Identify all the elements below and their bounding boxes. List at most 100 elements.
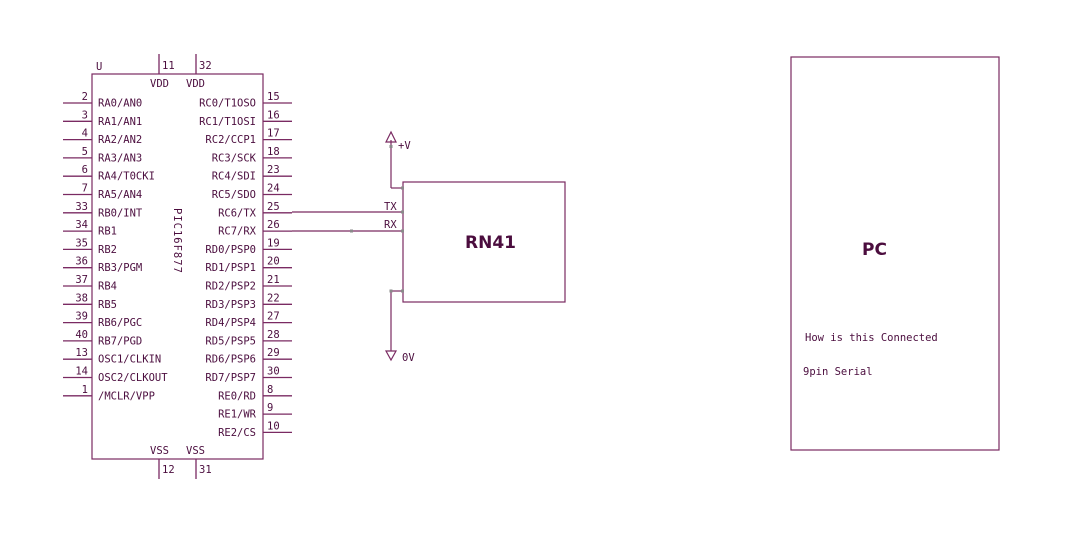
left-pin-label: RA2/AN2 [98, 134, 142, 146]
right-pin-label: RC2/CCP1 [205, 134, 256, 146]
vplus-dot-top [389, 145, 393, 148]
left-pin-label: RB2 [98, 244, 117, 256]
left-pin-number: 4 [82, 128, 88, 140]
left-pin-label: OSC2/CLKOUT [98, 372, 168, 384]
right-pin-label: RC5/SDO [212, 189, 256, 201]
right-pin-number: 28 [267, 329, 280, 341]
left-pin-label: RB7/PGD [98, 335, 142, 347]
right-pin-number: 26 [267, 219, 280, 231]
right-pin-number: 18 [267, 146, 280, 158]
rx-net-junction [350, 229, 353, 233]
vplus-arrow-icon [385, 130, 397, 143]
left-pin-label: RA5/AN4 [98, 189, 142, 201]
left-pin-label: RA3/AN3 [98, 152, 142, 164]
left-pin-number: 13 [75, 347, 88, 359]
pin-vss-12-num: 12 [162, 464, 175, 476]
right-pin-label: RD7/PSP7 [205, 372, 256, 384]
left-pin-label: /MCLR/VPP [98, 390, 155, 402]
right-pin-label: RE2/CS [218, 427, 256, 439]
left-pin-number: 6 [82, 164, 88, 176]
right-pin-number: 25 [267, 201, 280, 213]
ground-label: 0V [402, 352, 415, 364]
left-pin-number: 2 [82, 91, 88, 103]
mcu-left-pins: 2RA0/AN03RA1/AN14RA2/AN25RA3/AN36RA4/T0C… [63, 91, 168, 402]
right-pin-label: RD6/PSP6 [205, 354, 256, 366]
pin-vdd-11-name: VDD [150, 78, 169, 90]
mcu-power-bottom: VSS VSS 12 31 [150, 445, 212, 479]
rn41-rx-dot [401, 229, 404, 233]
mcu-designator: U [96, 61, 102, 73]
rn41-tx-label: TX [384, 201, 397, 213]
mcu-right-pins: 15RC0/T1OSO16RC1/T1OSI17RC2/CCP118RC3/SC… [199, 91, 292, 439]
right-pin-number: 21 [267, 274, 280, 286]
mcu-body [91, 73, 264, 460]
left-pin-label: RB1 [98, 226, 117, 238]
left-pin-number: 40 [75, 329, 88, 341]
right-pin-number: 29 [267, 347, 280, 359]
vplus-dot-pin [401, 186, 404, 190]
right-pin-number: 19 [267, 237, 280, 249]
serial-nets [292, 211, 403, 233]
right-pin-label: RD3/PSP3 [205, 299, 256, 311]
left-pin-label: RA0/AN0 [98, 98, 142, 110]
right-pin-number: 22 [267, 292, 280, 304]
right-pin-label: RD4/PSP4 [205, 317, 256, 329]
right-pin-label: RD5/PSP5 [205, 335, 256, 347]
right-pin-label: RC1/T1OSI [199, 116, 256, 128]
microcontroller[interactable]: U PIC16F877 11 32 VDD VDD VSS VSS 12 31 … [63, 54, 292, 479]
right-pin-number: 16 [267, 109, 280, 121]
left-pin-number: 37 [75, 274, 88, 286]
left-pin-label: RB4 [98, 281, 117, 293]
right-pin-number: 20 [267, 256, 280, 268]
right-pin-number: 30 [267, 366, 280, 378]
pc-note: 9pin Serial [803, 366, 873, 378]
right-pin-number: 10 [267, 420, 280, 432]
right-pin-number: 8 [267, 384, 273, 396]
pin-vss-31-name: VSS [186, 445, 205, 457]
positive-supply[interactable]: +V [385, 130, 411, 190]
ground-supply[interactable]: 0V [384, 289, 415, 365]
pin-vdd-32-name: VDD [186, 78, 205, 90]
right-pin-number: 17 [267, 128, 280, 140]
left-pin-label: RB5 [98, 299, 117, 311]
ground-arrow-icon [384, 350, 398, 362]
left-pin-number: 3 [82, 109, 88, 121]
right-pin-label: RD2/PSP2 [205, 281, 256, 293]
pc-question: How is this Connected [805, 332, 938, 344]
right-pin-label: RE0/RD [218, 390, 256, 402]
left-pin-number: 39 [75, 311, 88, 323]
pc-block[interactable]: PC How is this Connected 9pin Serial [790, 56, 1000, 451]
right-pin-number: 23 [267, 164, 280, 176]
vplus-label: +V [398, 140, 411, 152]
left-pin-label: OSC1/CLKIN [98, 354, 161, 366]
left-pin-number: 7 [82, 183, 88, 195]
pc-name: PC [862, 240, 887, 260]
left-pin-label: RB0/INT [98, 207, 143, 219]
rn41-name: RN41 [465, 233, 516, 253]
right-pin-label: RE1/WR [218, 409, 257, 421]
right-pin-number: 27 [267, 311, 280, 323]
rn41-rx-label: RX [384, 219, 397, 231]
left-pin-label: RB3/PGM [98, 262, 142, 274]
right-pin-label: RC6/TX [218, 207, 257, 219]
pin-vdd-11-num: 11 [162, 60, 175, 72]
left-pin-label: RA4/T0CKI [98, 171, 155, 183]
right-pin-number: 15 [267, 91, 280, 103]
right-pin-label: RD1/PSP1 [205, 262, 256, 274]
pin-vss-31-num: 31 [199, 464, 212, 476]
mcu-power-top: 11 32 VDD VDD [150, 54, 212, 90]
left-pin-number: 1 [82, 384, 88, 396]
right-pin-number: 9 [267, 402, 273, 414]
right-pin-label: RD0/PSP0 [205, 244, 256, 256]
left-pin-label: RB6/PGC [98, 317, 142, 329]
mcu-part-name: PIC16F877 [171, 208, 183, 274]
left-pin-number: 35 [75, 237, 88, 249]
rn41-body [402, 181, 566, 303]
rn41-module[interactable]: RN41 TX RX [384, 181, 566, 303]
right-pin-number: 24 [267, 183, 280, 195]
rn41-tx-dot [401, 210, 404, 214]
left-pin-number: 34 [75, 219, 88, 231]
right-pin-label: RC4/SDI [212, 171, 256, 183]
right-pin-label: RC7/RX [218, 226, 257, 238]
